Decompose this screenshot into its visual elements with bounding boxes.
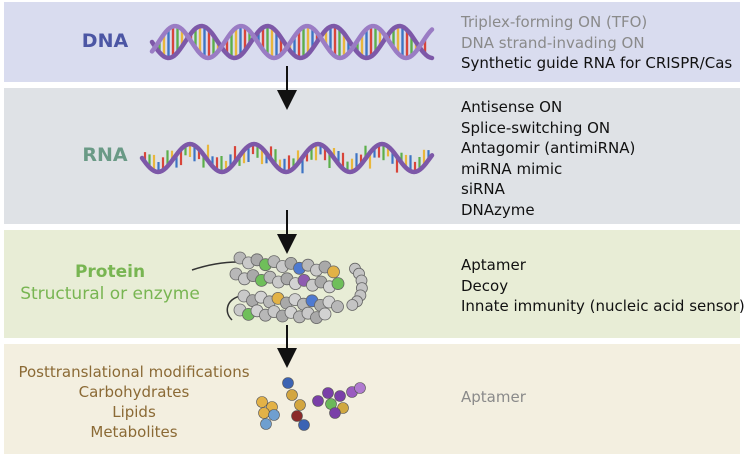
metabolite-atom (268, 409, 280, 421)
other-molecule-line: Metabolites (90, 423, 178, 441)
amino-acid-bead (331, 300, 344, 314)
amino-acid-bead (331, 277, 345, 291)
backbone-strand (139, 141, 435, 175)
metabolite-atom (291, 410, 303, 422)
other-molecule-line: Lipids (112, 403, 156, 421)
metabolite-atom (282, 377, 294, 389)
metabolite-atom (256, 396, 268, 408)
chain-terminus (191, 261, 239, 271)
protein-level-label: Protein (74, 262, 146, 282)
protein-illustration (191, 251, 368, 325)
metabolite-atom (260, 418, 272, 430)
amino-acid-bead (327, 265, 340, 279)
protein-band (4, 230, 740, 338)
target-item: Splice-switching ON (461, 118, 611, 137)
target-item: Aptamer (461, 256, 526, 274)
amino-acid-bead (318, 307, 332, 321)
metabolite-molecules-illustration (256, 377, 366, 431)
other-molecule-line: Carbohydrates (78, 383, 190, 401)
target-item: Decoy (461, 276, 509, 295)
rna-level-label: RNA (82, 144, 128, 166)
target-item: siRNA (461, 180, 505, 198)
dna-level-label: DNA (81, 30, 129, 52)
target-item: Triplex-forming ON (TFO) (461, 13, 648, 31)
metabolite-atom (329, 407, 341, 419)
target-item: DNA strand-invading ON (461, 33, 645, 52)
protein-target-list: Aptamer Decoy Innate immunity (nucleic a… (461, 255, 744, 317)
chain-terminus (226, 295, 241, 321)
metabolite-atom (322, 387, 334, 399)
rna-band (4, 88, 740, 224)
backbone-strand (149, 23, 435, 61)
target-item: Aptamer (461, 388, 526, 406)
target-item: Innate immunity (nucleic acid sensor) (461, 297, 744, 315)
dna-double-helix-illustration (149, 23, 435, 61)
metabolite-atom (354, 382, 366, 394)
target-item: Antagomir (antimiRNA) (461, 139, 636, 157)
metabolite-atom (312, 395, 324, 407)
other-molecule-line: Posttranslational modifications (18, 363, 250, 381)
protein-level-sublabel: Structural or enzyme (20, 284, 200, 304)
metabolite-atom (298, 419, 310, 431)
metabolite-atom (294, 399, 306, 411)
other-target-list: Aptamer (461, 387, 526, 408)
other-molecules-band (4, 344, 740, 454)
dna-target-list: Triplex-forming ON (TFO) DNA strand-inva… (461, 12, 732, 74)
target-item: Antisense ON (461, 98, 563, 116)
target-item: miRNA mimic (461, 159, 563, 178)
target-item: Synthetic guide RNA for CRISPR/Cas (461, 54, 733, 72)
amino-acid-bead (346, 299, 359, 311)
target-item: DNAzyme (461, 200, 535, 219)
metabolite-atom (334, 390, 346, 402)
metabolite-atom (286, 389, 298, 401)
other-molecules-label: Posttranslational modifications Carbohyd… (4, 362, 264, 442)
rna-strand-illustration (139, 141, 435, 175)
rna-target-list: Antisense ON Splice-switching ON Antagom… (461, 97, 635, 220)
